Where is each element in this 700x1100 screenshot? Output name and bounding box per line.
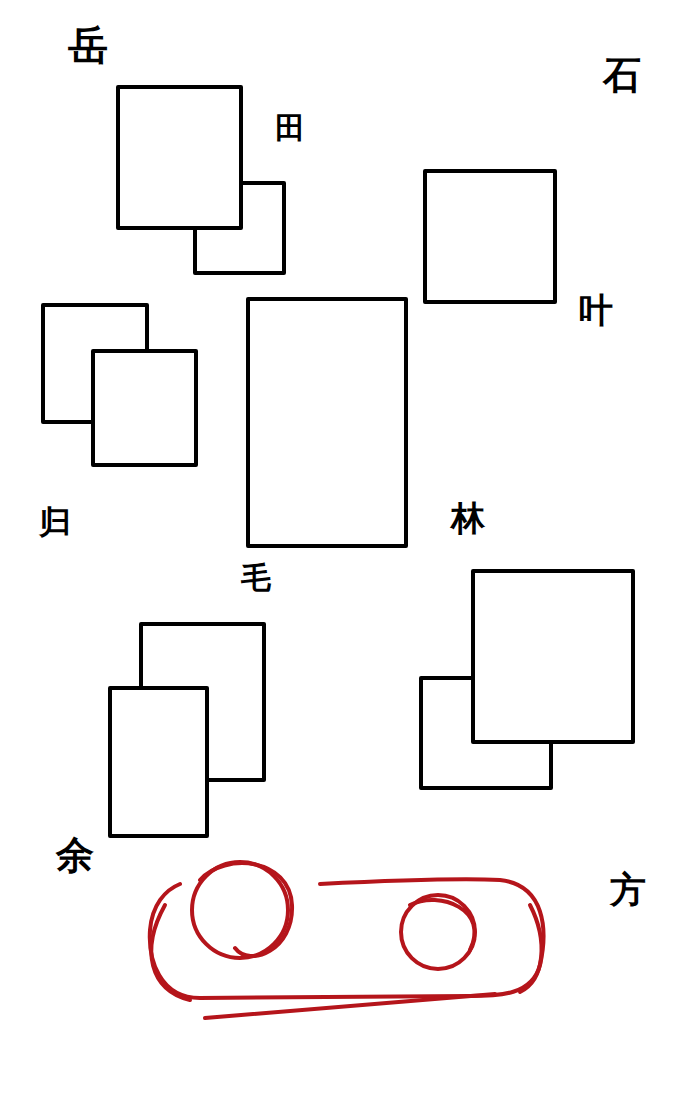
name-label: 毛 <box>241 563 271 593</box>
name-label: 林 <box>451 501 485 535</box>
table-front <box>110 688 207 836</box>
burner-stroke <box>200 863 292 956</box>
table <box>425 171 555 302</box>
table-front <box>118 87 241 228</box>
tray-stroke <box>520 905 541 992</box>
name-label: 余 <box>56 836 94 874</box>
name-label: 叶 <box>579 293 613 327</box>
name-label: 方 <box>610 872 646 908</box>
tray-outline <box>150 879 544 998</box>
table-front <box>93 351 196 465</box>
name-label: 田 <box>275 113 305 143</box>
burner-stroke <box>410 900 475 950</box>
name-label: 岳 <box>68 25 108 65</box>
name-label: 石 <box>603 56 641 94</box>
tray-stroke <box>151 905 190 1000</box>
name-label: 归 <box>39 506 71 538</box>
table-front <box>473 571 633 742</box>
burner-small <box>401 895 475 969</box>
big-table <box>248 299 406 546</box>
tray-stroke <box>205 994 495 1018</box>
